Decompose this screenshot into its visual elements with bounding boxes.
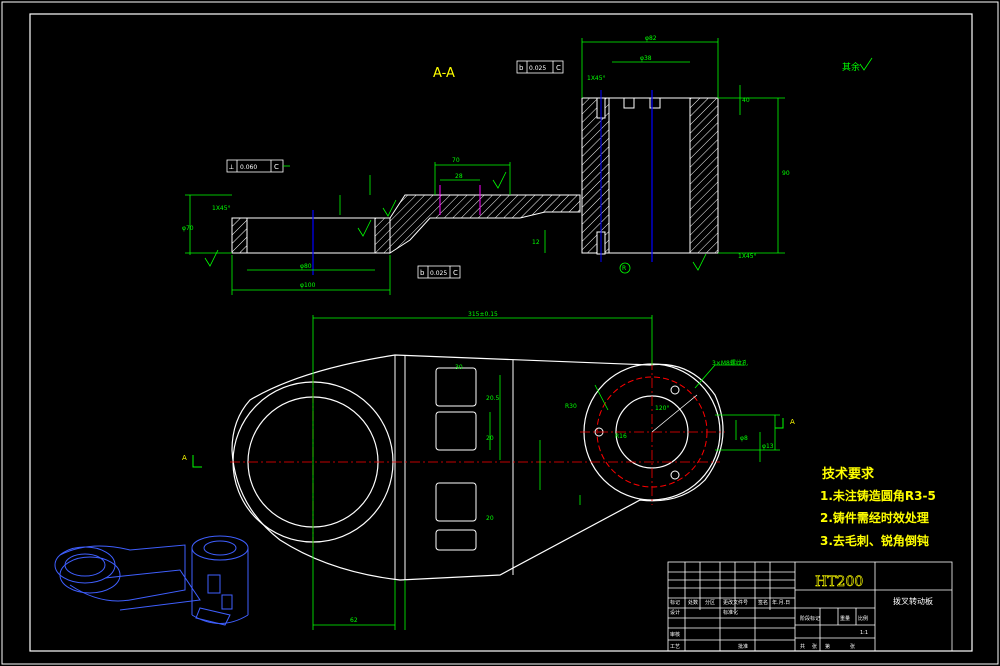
slot-2 [435,411,477,451]
tech-req-item-2: 2.铸件需经时效处理 [820,510,929,525]
svg-text:C: C [556,64,561,72]
svg-text:70: 70 [452,157,460,164]
svg-text:阶段标记: 阶段标记 [800,615,820,622]
svg-text:1X45°: 1X45° [738,253,757,260]
svg-text:设计: 设计 [670,609,680,616]
plan-view: 315±0.15 62 30 20.5 20 20 R30 120° R16 3… [182,311,795,630]
title-block [667,561,953,652]
svg-text:张: 张 [850,643,855,650]
svg-text:共: 共 [800,643,805,650]
svg-text:b: b [519,64,524,72]
svg-text:20: 20 [486,515,494,522]
svg-text:R30: R30 [565,403,577,410]
svg-text:20.5: 20.5 [486,395,500,402]
svg-text:工艺: 工艺 [670,644,680,650]
svg-text:62: 62 [350,617,358,624]
svg-text:φ100: φ100 [300,282,316,289]
svg-text:12: 12 [532,239,540,246]
svg-text:年.月.日: 年.月.日 [772,599,790,606]
tech-requirements: 技术要求 1.未注铸造圆角R3-5 2.铸件需经时效处理 3.去毛刺、锐角倒钝 [820,466,936,548]
svg-text:b: b [420,269,425,277]
part-name: 拨叉转动板 [893,596,933,606]
svg-text:标记: 标记 [670,599,680,606]
view-marker-left: A [182,454,187,462]
svg-text:3×M8螺纹孔: 3×M8螺纹孔 [712,359,748,367]
slot-3 [435,482,477,522]
section-view-a-a: A-A [182,35,873,295]
svg-text:审核: 审核 [670,631,680,638]
view-marker-right: A [790,418,795,426]
svg-text:φ80: φ80 [300,263,312,270]
svg-text:标准化: 标准化 [723,609,738,616]
roughness-note: 其余 [842,61,860,73]
svg-text:120°: 120° [655,405,669,412]
tolerance-frame-3: b 0.025 C [417,265,461,279]
svg-text:1:1: 1:1 [860,630,868,636]
svg-text:第: 第 [825,643,830,650]
svg-text:30: 30 [455,364,463,371]
svg-text:⟂: ⟂ [229,163,234,171]
sheet-inner-border [29,13,973,652]
svg-text:0.025: 0.025 [430,270,447,277]
svg-text:315±0.15: 315±0.15 [468,311,498,318]
svg-text:C: C [453,269,458,277]
slot-4 [435,529,477,551]
svg-text:0.060: 0.060 [240,164,257,171]
svg-text:40: 40 [742,97,750,104]
section-label: A-A [433,66,455,81]
material-label: HT200 [815,574,863,590]
tech-req-item-1: 1.未注铸造圆角R3-5 [820,488,936,503]
svg-text:φ8: φ8 [740,435,748,442]
svg-text:比例: 比例 [858,615,868,622]
svg-text:28: 28 [455,173,463,180]
svg-text:φ13: φ13 [762,443,774,450]
slot-1 [435,367,477,407]
svg-text:20: 20 [486,435,494,442]
svg-text:φ38: φ38 [640,55,652,62]
isometric-view [54,535,249,626]
title-block-text: HT200 拨叉转动板 标记 处数 分区 更改文件号 签名 年.月.日 设计 标… [670,574,933,650]
svg-text:批准: 批准 [738,643,748,650]
detail-label: R [622,265,626,272]
tech-req-item-3: 3.去毛刺、锐角倒钝 [820,533,929,548]
svg-text:C: C [274,163,279,171]
tech-req-title: 技术要求 [822,466,875,482]
svg-text:R16: R16 [615,433,627,440]
svg-text:分区: 分区 [705,599,715,606]
svg-text:φ70: φ70 [182,225,194,232]
svg-text:1X45°: 1X45° [587,75,606,82]
svg-text:更改文件号: 更改文件号 [723,599,748,606]
svg-text:张: 张 [812,643,817,650]
svg-text:0.025: 0.025 [529,65,546,72]
svg-text:处数: 处数 [688,599,698,606]
svg-text:90: 90 [782,170,790,177]
svg-text:重量: 重量 [840,615,850,622]
svg-text:φ82: φ82 [645,35,657,42]
tolerance-frame-2: b 0.025 C [516,60,564,74]
svg-text:签名: 签名 [758,599,768,606]
svg-text:1X45°: 1X45° [212,205,231,212]
tolerance-frame-1: ⟂ 0.060 C [226,159,290,173]
